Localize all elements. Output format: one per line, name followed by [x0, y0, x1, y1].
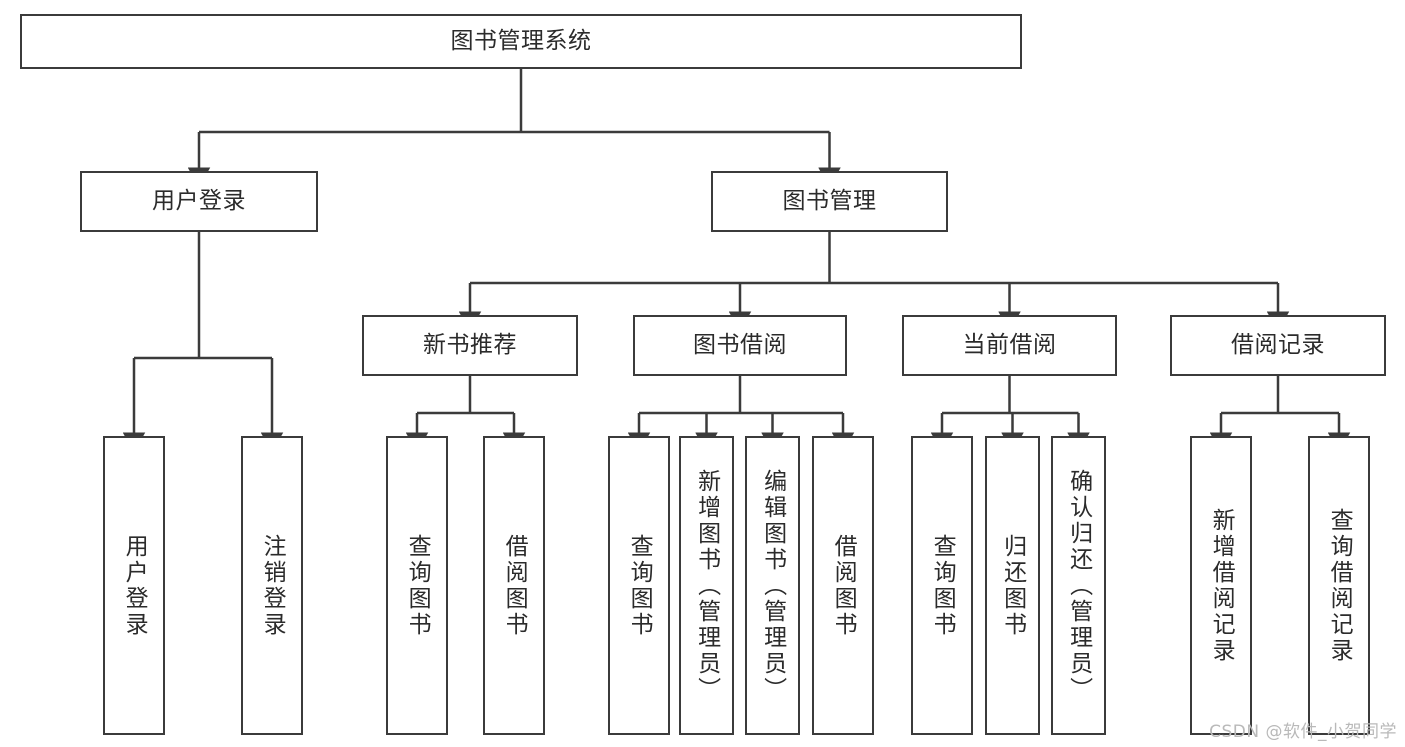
- node-leaf-confirm-return[interactable]: 确认归还（管理员）: [1051, 436, 1106, 735]
- node-leaf-logout[interactable]: 注销登录: [241, 436, 303, 735]
- node-current-borrow[interactable]: 当前借阅: [902, 315, 1117, 376]
- node-leaf-query-book-1-label: 查询图书: [404, 533, 431, 638]
- node-leaf-edit-book-label: 编辑图书（管理员）: [759, 468, 786, 703]
- node-leaf-query-record-label: 查询借阅记录: [1326, 507, 1353, 664]
- node-leaf-query-book-2[interactable]: 查询图书: [608, 436, 670, 735]
- node-user-login[interactable]: 用户登录: [80, 171, 318, 232]
- node-leaf-borrow-book-1[interactable]: 借阅图书: [483, 436, 545, 735]
- node-leaf-logout-label: 注销登录: [259, 533, 286, 638]
- node-book-manage-label: 图书管理: [782, 187, 877, 214]
- node-leaf-query-book-2-label: 查询图书: [626, 533, 653, 638]
- watermark: CSDN @软件_小贺同学: [1209, 722, 1397, 742]
- node-new-book-recommend-label: 新书推荐: [423, 331, 517, 358]
- node-leaf-borrow-book-2-label: 借阅图书: [830, 533, 857, 638]
- node-book-borrow-label: 图书借阅: [693, 331, 787, 358]
- node-leaf-user-login[interactable]: 用户登录: [103, 436, 165, 735]
- node-leaf-user-login-label: 用户登录: [121, 533, 148, 638]
- node-leaf-query-book-1[interactable]: 查询图书: [386, 436, 448, 735]
- node-leaf-add-record-label: 新增借阅记录: [1208, 507, 1235, 664]
- node-leaf-borrow-book-1-label: 借阅图书: [501, 533, 528, 638]
- node-borrow-record-label: 借阅记录: [1231, 331, 1325, 358]
- node-leaf-query-book-3-label: 查询图书: [929, 533, 956, 638]
- node-current-borrow-label: 当前借阅: [962, 331, 1057, 358]
- node-root[interactable]: 图书管理系统: [20, 14, 1022, 69]
- node-leaf-query-book-3[interactable]: 查询图书: [911, 436, 973, 735]
- node-new-book-recommend[interactable]: 新书推荐: [362, 315, 578, 376]
- node-leaf-borrow-book-2[interactable]: 借阅图书: [812, 436, 874, 735]
- node-leaf-confirm-return-label: 确认归还（管理员）: [1065, 468, 1092, 703]
- node-leaf-return-book[interactable]: 归还图书: [985, 436, 1040, 735]
- node-book-borrow[interactable]: 图书借阅: [633, 315, 847, 376]
- node-leaf-query-record[interactable]: 查询借阅记录: [1308, 436, 1370, 735]
- node-borrow-record[interactable]: 借阅记录: [1170, 315, 1386, 376]
- node-leaf-add-book-label: 新增图书（管理员）: [693, 468, 720, 703]
- node-leaf-add-book[interactable]: 新增图书（管理员）: [679, 436, 734, 735]
- node-leaf-add-record[interactable]: 新增借阅记录: [1190, 436, 1252, 735]
- node-leaf-return-book-label: 归还图书: [999, 533, 1026, 638]
- node-user-login-label: 用户登录: [152, 187, 246, 214]
- node-leaf-edit-book[interactable]: 编辑图书（管理员）: [745, 436, 800, 735]
- node-book-manage[interactable]: 图书管理: [711, 171, 948, 232]
- node-root-label: 图书管理系统: [450, 27, 592, 54]
